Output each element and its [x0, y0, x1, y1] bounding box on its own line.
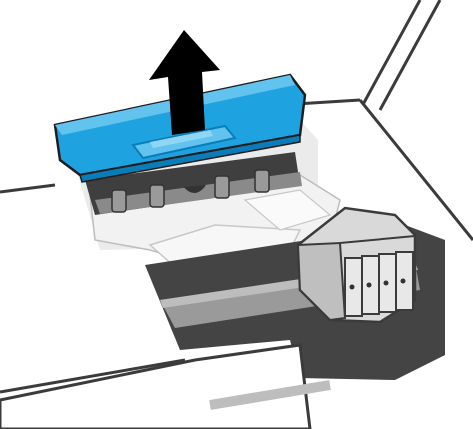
roller — [255, 170, 269, 192]
roller — [112, 190, 126, 212]
roller — [215, 176, 229, 198]
roller — [150, 185, 164, 207]
ink-cartridges — [345, 252, 413, 316]
